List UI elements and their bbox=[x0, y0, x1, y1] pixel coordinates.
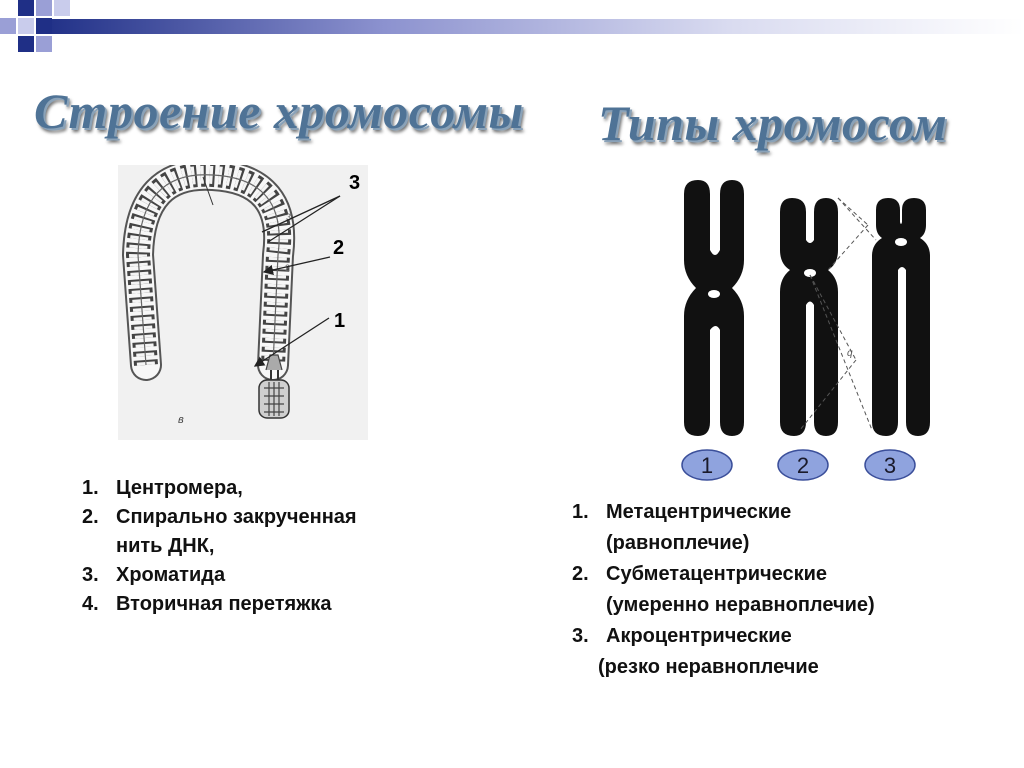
submetacentric-chromosome bbox=[780, 198, 838, 436]
heading-chromosome-structure: Строение хромосомы bbox=[34, 83, 524, 139]
chromosome-structure-drawing: в 3 2 bbox=[118, 165, 368, 440]
svg-text:3: 3 bbox=[286, 212, 291, 222]
legend-item: 4.Вторичная перетяжка bbox=[82, 593, 332, 615]
acrocentric-chromosome bbox=[872, 198, 930, 436]
chromosome-types-drawing: q bbox=[684, 180, 930, 436]
metacentric-chromosome bbox=[684, 180, 744, 436]
title-decoration-bar bbox=[0, 0, 1024, 52]
heading-chromosome-types: Типы хромосом bbox=[598, 95, 948, 151]
legend-item: 2.Субметацентрические(умеренно неравнопл… bbox=[572, 563, 875, 616]
legend-item: 3.Хроматида bbox=[82, 564, 226, 586]
legend-item: 1.Метацентрические(равноплечие) bbox=[572, 501, 792, 554]
types-legend-list: 1.Метацентрические(равноплечие) 2.Субмет… bbox=[572, 497, 992, 683]
svg-text:2: 2 bbox=[285, 263, 290, 273]
callout-label: 3 bbox=[349, 172, 361, 194]
svg-text:в: в bbox=[178, 414, 184, 426]
svg-text:q: q bbox=[847, 348, 853, 359]
callout-label: 1 bbox=[334, 310, 346, 332]
legend-item: 3.Акроцентрические(резко неравноплечие bbox=[572, 625, 819, 678]
legend-item: 1.Центромера, bbox=[82, 477, 243, 499]
callout-label: 2 bbox=[333, 237, 345, 259]
